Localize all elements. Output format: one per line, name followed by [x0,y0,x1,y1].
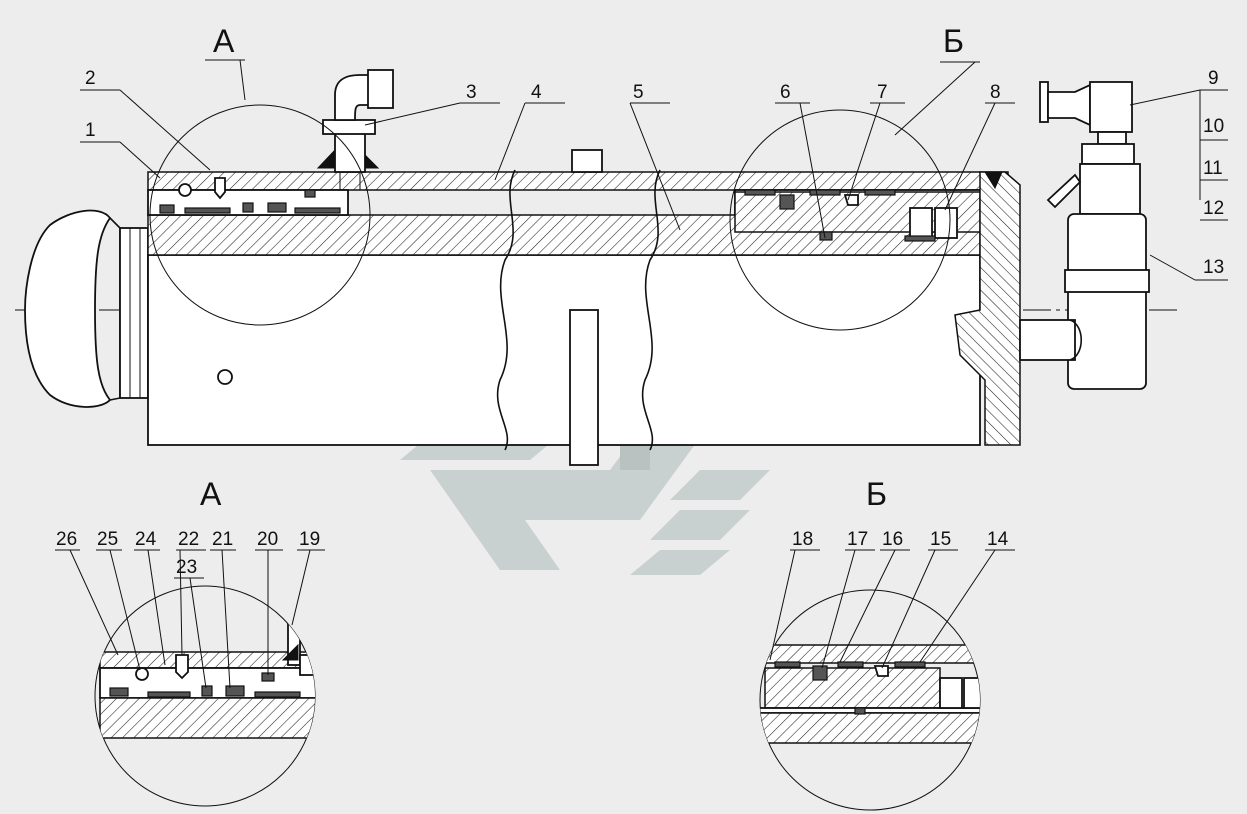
callout-5: 5 [633,82,644,103]
callout-18: 18 [792,529,813,550]
callout-23: 23 [176,557,197,578]
main-view [15,69,1180,466]
callout-13: 13 [1203,257,1224,278]
callout-19: 19 [299,529,320,550]
leader-lines-main [80,89,1228,281]
view-label-b: Б [943,23,964,59]
ball-end [24,209,112,408]
leader-lines-b [769,549,1015,669]
callout-9: 9 [1208,68,1219,89]
detail-b-content [760,644,980,744]
detail-circle-a [149,104,371,326]
leader-lines-a [55,549,325,689]
callout-12: 12 [1203,198,1224,219]
callout-11: 11 [1203,158,1223,179]
callout-20: 20 [257,529,278,550]
callout-26: 26 [56,529,77,550]
detail-a-content [99,619,315,739]
barrel-wall [147,171,1009,191]
callout-25: 25 [97,529,118,550]
callout-15: 15 [930,529,951,550]
callout-7: 7 [877,82,888,103]
callout-4: 4 [531,82,542,103]
detail-title-a: А [200,476,222,512]
callout-2: 2 [85,68,96,89]
view-label-a: А [213,23,235,59]
detail-circle-b [729,109,951,331]
callout-10: 10 [1203,116,1224,137]
callout-1: 1 [85,120,96,141]
callout-8: 8 [990,82,1001,103]
callout-3: 3 [466,82,477,103]
cylinder-body [147,254,981,446]
callout-17: 17 [847,529,868,550]
end-cap [954,171,1021,446]
callout-6: 6 [780,82,791,103]
callout-14: 14 [987,529,1009,550]
callout-16: 16 [882,529,903,550]
callout-24: 24 [135,529,157,550]
callout-21: 21 [212,529,233,550]
callout-22: 22 [178,529,199,550]
valve-body [1067,213,1147,390]
detail-title-b: Б [866,476,887,512]
